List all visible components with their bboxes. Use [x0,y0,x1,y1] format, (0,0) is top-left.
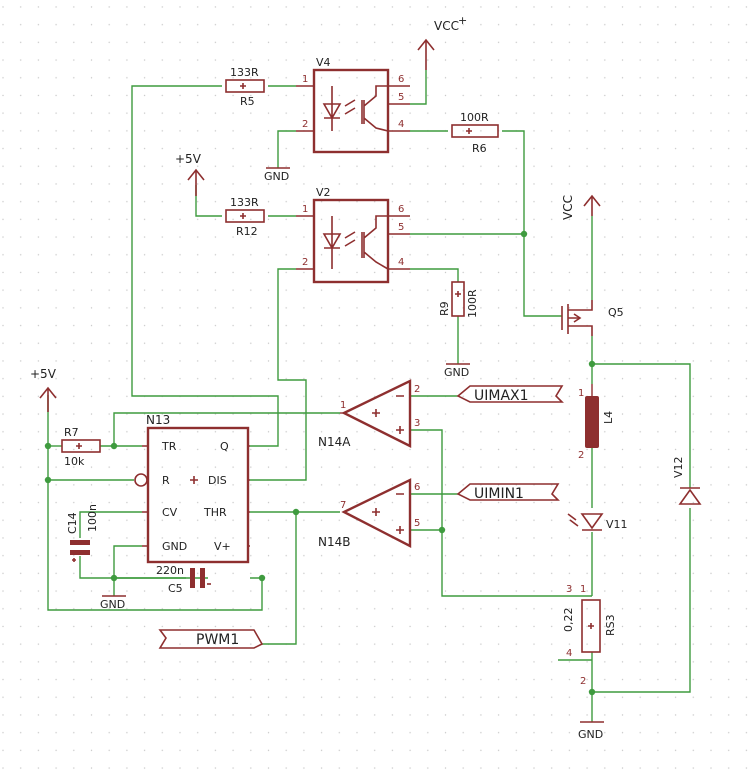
diode-v12: V12 [672,456,702,505]
resistor-r12: 133R R12 [225,196,265,238]
n13-pin-cv: CV [162,506,178,519]
plus5v-left-label: +5V [30,367,57,381]
mosfet-q5: Q5 [561,300,624,336]
n14b-name: N14B [318,535,350,549]
resistor-r6: 100R R6 [451,111,499,155]
n14b-pin-7: 7 [340,500,346,511]
vcc-plus-supply: VCC + [417,14,467,70]
r7-name: R7 [64,426,79,439]
rs3-name: RS3 [604,614,617,636]
net-label-uimax: UIMAX1 [474,388,529,404]
r12-name: R12 [236,225,258,238]
v4-pin-4: 4 [398,119,404,130]
rs3-pin-1: 1 [580,584,586,595]
n14b-pin-5: 5 [414,518,420,529]
v4-pin-2: 2 [302,119,308,130]
resistor-r5: 133R R5 [225,66,265,108]
vcc-supply: VCC [561,194,601,220]
timer-n13: N13 TR Q R DIS CV THR GND V+ [134,413,250,564]
v11-name: V11 [606,518,628,531]
n13-pin-vplus: V+ [214,540,231,553]
r5-value: 133R [230,66,259,79]
vcc-plus-label: VCC [434,19,459,33]
r7-value: 10k [64,455,85,468]
r9-name: R9 [438,301,451,316]
v2-pin-6: 6 [398,204,404,215]
gnd-symbol-v4: GND [264,167,290,183]
q5-name: Q5 [608,306,624,319]
gnd-label-r9: GND [444,366,469,379]
v4-label: V4 [316,56,331,69]
c5-value: 220n [156,564,184,577]
n14a-pin-1: 1 [340,400,346,411]
c5-name: C5 [168,582,183,595]
vcc-label: VCC [561,195,575,220]
n13-pin-gnd: GND [162,540,187,553]
opamp-n14a: N14A 1 2 3 [318,379,420,449]
v2-label: V2 [316,186,331,199]
led-v11: V11 [567,513,628,531]
gnd-label-n13: GND [100,598,125,611]
l4-pin-2: 2 [578,450,584,461]
r6-value: 100R [460,111,489,124]
plus5v-top-label: +5V [175,152,202,166]
n13-pin-r: R [162,474,170,487]
capacitor-c5: 220n C5 [156,564,211,595]
r6-name: R6 [472,142,487,155]
n14a-pin-3: 3 [414,418,420,429]
n14a-pin-2: 2 [414,384,420,395]
shunt-rs3: 0,22 RS3 3 1 4 2 [562,584,617,687]
v2-pin-1: 1 [302,204,308,215]
r12-value: 133R [230,196,259,209]
n14b-pin-6: 6 [414,482,420,493]
c14-name: C14 [66,512,79,534]
gnd-label-v4: GND [264,170,289,183]
v2-pin-5: 5 [398,222,404,233]
v12-name: V12 [672,456,685,478]
junction-dots [44,230,596,696]
gnd-symbol-r9: GND [444,363,470,379]
rs3-pin-4: 4 [566,648,572,659]
n13-name: N13 [146,413,170,427]
capacitor-c14: C14 100n [66,504,99,562]
opamp-n14b: N14B 7 6 5 [318,478,420,549]
gnd-symbol-n13: GND [100,595,126,611]
inductor-l4: L4 1 2 [578,384,615,461]
v4-pin-6: 6 [398,74,404,85]
net-flag-uimax: UIMAX1 [456,385,564,404]
plus5v-left-supply: +5V [30,367,57,412]
net-label-uimin: UIMIN1 [474,486,524,502]
n13-pin-dis: DIS [208,474,227,487]
net-label-pwm: PWM1 [196,632,239,648]
plus5v-top-supply: +5V [175,152,205,196]
gnd-label-rs3: GND [578,728,603,741]
rs3-value: 0,22 [562,608,575,633]
wires [47,70,691,722]
v2-pin-4: 4 [398,257,404,268]
gnd-symbol-rs3: GND [578,721,604,741]
rs3-pin-3: 3 [566,584,572,595]
net-flag-pwm: PWM1 [158,629,264,649]
n13-pin-q: Q [220,440,229,453]
net-flag-uimin: UIMIN1 [456,483,560,502]
v2-pin-2: 2 [302,257,308,268]
r5-name: R5 [240,95,255,108]
optocoupler-v2: V2 1 2 6 5 4 [296,186,410,284]
resistor-r7: R7 10k [61,426,101,468]
n13-pin-thr: THR [203,506,227,519]
resistor-r9: R9 100R [438,281,479,318]
c14-value: 100n [86,504,99,532]
n14a-name: N14A [318,435,351,449]
r9-value: 100R [466,289,479,318]
v4-pin-5: 5 [398,92,404,103]
l4-pin-1: 1 [578,388,584,399]
vcc-plus-superscript: + [458,14,467,27]
l4-name: L4 [602,411,615,424]
rs3-pin-2: 2 [580,676,586,687]
v4-pin-1: 1 [302,74,308,85]
optocoupler-v4: V4 1 2 6 5 4 [296,56,410,154]
n13-pin-tr: TR [161,440,177,453]
